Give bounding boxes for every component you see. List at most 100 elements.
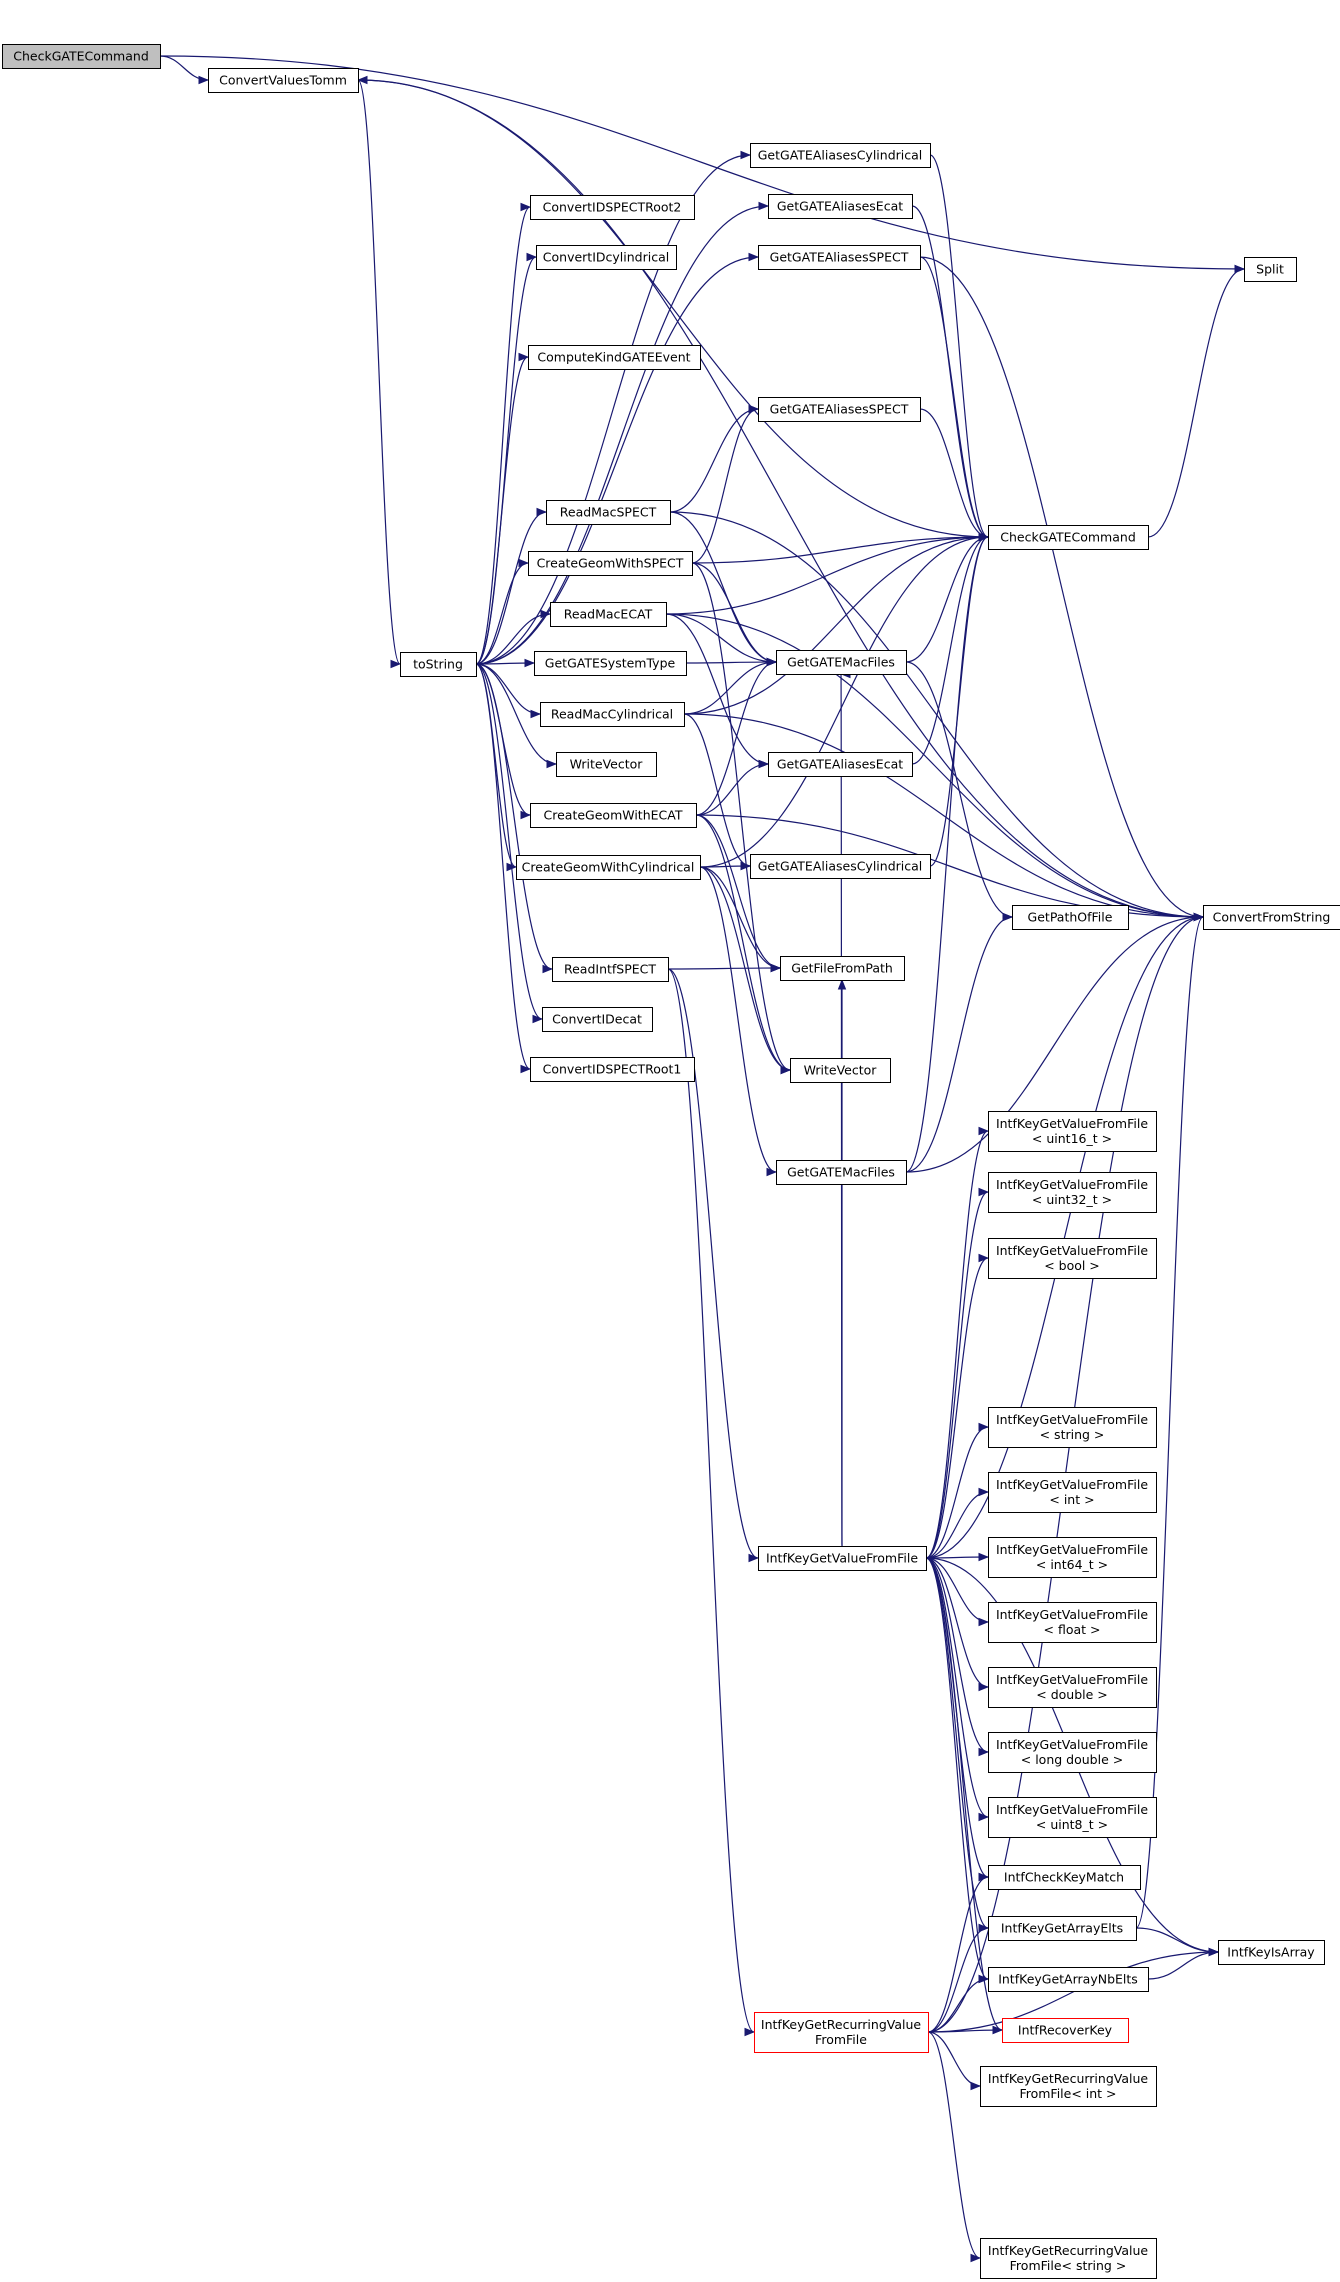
node-gst[interactable]: GetGATESystemType <box>534 651 687 676</box>
node-t_ldbl-label-0: IntfKeyGetValueFromFile <box>996 1737 1148 1752</box>
edge-gmf2-to-cfs <box>905 912 1205 1173</box>
node-gacyl2-box <box>750 854 931 879</box>
node-ciecat[interactable]: ConvertIDecat <box>542 1007 653 1032</box>
node-t_str[interactable]: IntfKeyGetValueFromFile< string > <box>988 1407 1157 1448</box>
node-wv1[interactable]: WriteVector <box>556 752 657 777</box>
node-ikia-box <box>1218 1940 1325 1965</box>
node-cgecat-box <box>530 803 697 828</box>
node-t_flt[interactable]: IntfKeyGetValueFromFile< float > <box>988 1602 1157 1643</box>
node-t_ldbl[interactable]: IntfKeyGetValueFromFile< long double > <box>988 1732 1157 1773</box>
node-gacyl1[interactable]: GetGATEAliasesCylindrical <box>750 143 931 168</box>
node-cgc[interactable]: CheckGATECommand <box>988 525 1149 550</box>
node-gacyl1-label-0: GetGATEAliasesCylindrical <box>758 148 923 163</box>
node-t_ldbl-box <box>988 1732 1157 1773</box>
edge-ikgv-to-t_flt <box>925 1557 990 1627</box>
node-gmf2[interactable]: GetGATEMacFiles <box>776 1160 907 1185</box>
node-t_int-label-1: < int > <box>1049 1492 1094 1507</box>
edge-rmspect-to-gaspect2 <box>669 404 760 513</box>
node-gmf1[interactable]: GetGATEMacFiles <box>776 650 907 675</box>
node-gffp[interactable]: GetFileFromPath <box>780 956 905 981</box>
node-gpof[interactable]: GetPathOfFile <box>1012 905 1129 930</box>
node-cfs[interactable]: ConvertFromString <box>1203 905 1340 930</box>
node-cvt-label-0: ConvertValuesTomm <box>219 73 347 88</box>
node-rv_str-box <box>980 2238 1157 2279</box>
node-ikgane[interactable]: IntfKeyGetArrayNbElts <box>988 1967 1149 1992</box>
node-root[interactable]: CheckGATECommand <box>2 44 161 69</box>
node-ckind-label-0: ComputeKindGATEEvent <box>537 350 690 365</box>
edge-tostring-to-ciroot2 <box>475 202 532 665</box>
node-gacyl1-box <box>750 143 931 168</box>
edge-gst-to-gmf1 <box>685 657 778 667</box>
node-root-box <box>2 44 161 69</box>
node-ickm[interactable]: IntfCheckKeyMatch <box>988 1865 1141 1890</box>
node-ciroot1[interactable]: ConvertIDSPECTRoot1 <box>530 1057 695 1082</box>
node-rv_int-label-0: IntfKeyGetRecurringValue <box>988 2071 1148 2086</box>
edge-ikrv-to-rv_str <box>927 2031 982 2263</box>
edge-ikgv-to-t_str <box>925 1422 990 1559</box>
node-t_dbl[interactable]: IntfKeyGetValueFromFile< double > <box>988 1667 1157 1708</box>
node-t_u16-box <box>988 1111 1157 1152</box>
node-t_dbl-box <box>988 1667 1157 1708</box>
node-wv2[interactable]: WriteVector <box>790 1058 891 1083</box>
edge-rispect-to-gffp <box>667 963 782 973</box>
node-t_u32[interactable]: IntfKeyGetValueFromFile< uint32_t > <box>988 1172 1157 1213</box>
node-wv1-label-0: WriteVector <box>570 757 644 772</box>
node-gpof-box <box>1012 905 1129 930</box>
edge-tostring-to-ciecat <box>475 663 544 1024</box>
node-t_str-label-0: IntfKeyGetValueFromFile <box>996 1412 1148 1427</box>
node-cgspect[interactable]: CreateGeomWithSPECT <box>528 551 693 576</box>
node-cgecat-label-0: CreateGeomWithECAT <box>544 808 683 823</box>
node-ikia[interactable]: IntfKeyIsArray <box>1218 1940 1325 1965</box>
node-ikia-label-0: IntfKeyIsArray <box>1227 1945 1315 1960</box>
node-rmspect[interactable]: ReadMacSPECT <box>546 500 671 525</box>
node-t_i64-box <box>988 1537 1157 1578</box>
edge-tostring-to-gaecat1 <box>475 201 770 665</box>
edge-tostring-to-ciroot1 <box>475 663 532 1074</box>
node-t_u16[interactable]: IntfKeyGetValueFromFile< uint16_t > <box>988 1111 1157 1152</box>
node-cicyl[interactable]: ConvertIDcylindrical <box>536 245 677 270</box>
node-gaecat1-box <box>768 194 913 219</box>
node-irk[interactable]: IntfRecoverKey <box>1002 2018 1129 2043</box>
edge-ikgv-to-t_bool <box>925 1253 990 1559</box>
node-rv_int-box <box>980 2066 1157 2107</box>
node-gaecat1[interactable]: GetGATEAliasesEcat <box>768 194 913 219</box>
node-tostring[interactable]: toString <box>400 652 477 677</box>
node-gacyl2[interactable]: GetGATEAliasesCylindrical <box>750 854 931 879</box>
node-t_u32-label-0: IntfKeyGetValueFromFile <box>996 1177 1148 1192</box>
edge-cgspect-to-gaspect2 <box>691 404 760 564</box>
node-ciroot2[interactable]: ConvertIDSPECTRoot2 <box>530 195 695 220</box>
node-ckind[interactable]: ComputeKindGATEEvent <box>528 345 701 370</box>
node-ciecat-label-0: ConvertIDecat <box>552 1012 642 1027</box>
node-rv_str-label-1: FromFile< string > <box>1010 2258 1127 2273</box>
node-t_u8[interactable]: IntfKeyGetValueFromFile< uint8_t > <box>988 1797 1157 1838</box>
node-t_i64[interactable]: IntfKeyGetValueFromFile< int64_t > <box>988 1537 1157 1578</box>
node-cgcyl[interactable]: CreateGeomWithCylindrical <box>516 855 701 880</box>
node-ikgv[interactable]: IntfKeyGetValueFromFile <box>758 1546 927 1571</box>
node-gaecat2-label-0: GetGATEAliasesEcat <box>777 757 903 772</box>
node-rmcyl-box <box>540 702 685 727</box>
node-cvt[interactable]: ConvertValuesTomm <box>208 68 359 93</box>
node-split[interactable]: Split <box>1244 257 1297 282</box>
node-gmf2-label-0: GetGATEMacFiles <box>787 1165 895 1180</box>
node-ickm-label-0: IntfCheckKeyMatch <box>1004 1870 1124 1885</box>
node-t_int-label-0: IntfKeyGetValueFromFile <box>996 1477 1148 1492</box>
node-t_int[interactable]: IntfKeyGetValueFromFile< int > <box>988 1472 1157 1513</box>
node-cgecat[interactable]: CreateGeomWithECAT <box>530 803 697 828</box>
node-gaspect1[interactable]: GetGATEAliasesSPECT <box>758 245 921 270</box>
node-gaecat2[interactable]: GetGATEAliasesEcat <box>768 752 913 777</box>
node-rmecat[interactable]: ReadMacECAT <box>550 602 667 627</box>
node-t_u32-box <box>988 1172 1157 1213</box>
node-ikgae[interactable]: IntfKeyGetArrayElts <box>988 1916 1137 1941</box>
node-gffp-box <box>780 956 905 981</box>
node-t_bool[interactable]: IntfKeyGetValueFromFile< bool > <box>988 1238 1157 1279</box>
edge-tostring-to-ckind <box>475 352 530 665</box>
node-gaspect2[interactable]: GetGATEAliasesSPECT <box>758 397 921 422</box>
edge-cgc-to-cvt <box>356 75 989 538</box>
node-rmcyl[interactable]: ReadMacCylindrical <box>540 702 685 727</box>
node-rispect[interactable]: ReadIntfSPECT <box>552 957 669 982</box>
edge-gmf1-to-cgc <box>905 532 990 663</box>
